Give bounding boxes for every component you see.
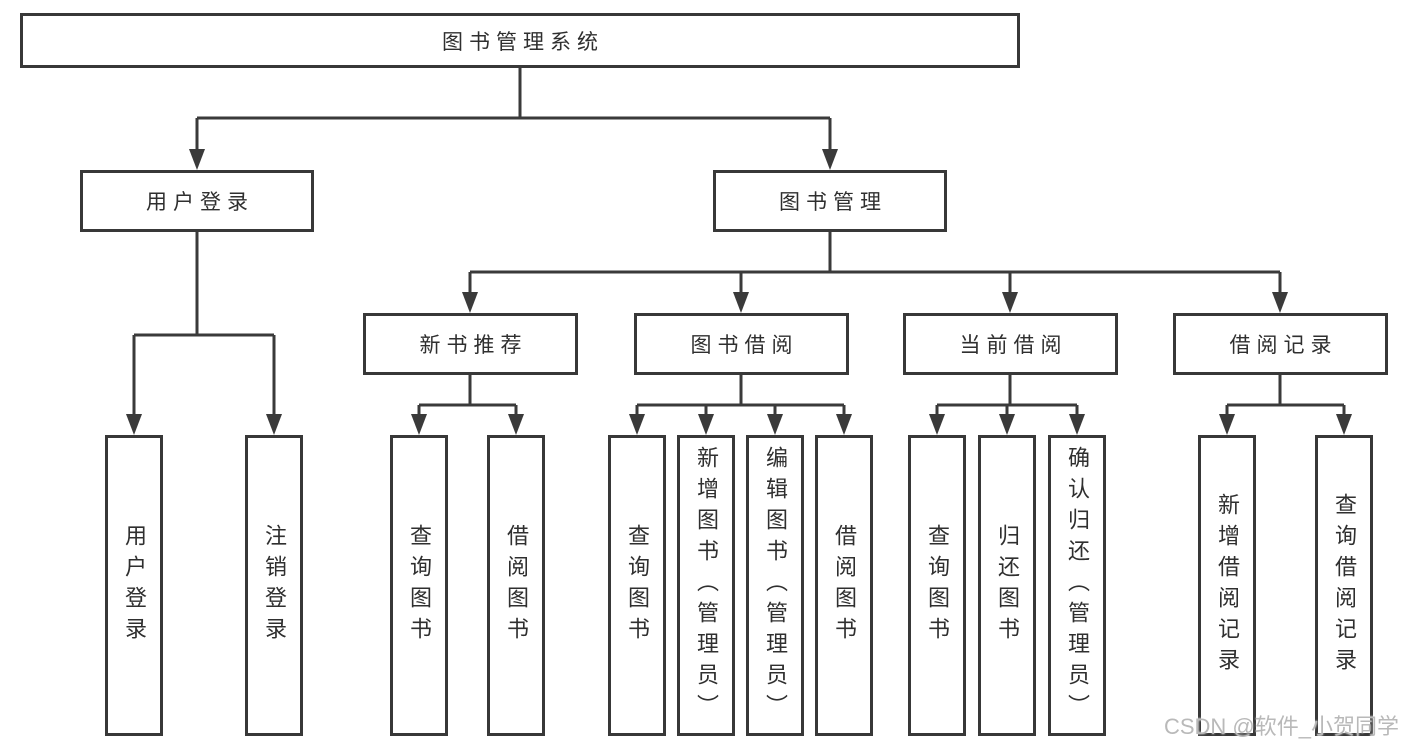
leaf-add-borrow-record: 新增借阅记录 [1198,435,1256,736]
node-label: 新书推荐 [419,334,528,357]
leaf-query-books-borrowing: 查询图书 [608,435,666,736]
leaf-query-borrow-record: 查询借阅记录 [1315,435,1373,736]
node-label: 用户登录 [146,191,254,214]
node-label: 图书管理 [779,191,887,214]
leaf-logout: 注销登录 [245,435,303,736]
node-label: 借阅图书 [504,523,529,648]
node-label: 用户登录 [122,523,147,648]
leaf-add-books-admin: 新增图书（管理员） [677,435,735,736]
node-label: 查询图书 [407,523,432,648]
node-label: 编辑图书（管理员） [763,446,788,725]
node-label: 确认归还（管理员） [1065,446,1090,725]
leaf-borrow-books-recommend: 借阅图书 [487,435,545,736]
node-label: 当前借阅 [959,334,1068,357]
node-label: 借阅图书 [832,523,857,648]
node-label: 查询借阅记录 [1332,492,1357,679]
leaf-query-books-current: 查询图书 [908,435,966,736]
node-label: 图书借阅 [690,334,799,357]
leaf-confirm-return-admin: 确认归还（管理员） [1048,435,1106,736]
node-label: 图书管理系统 [442,30,604,54]
leaf-user-login: 用户登录 [105,435,163,736]
leaf-borrow-books: 借阅图书 [815,435,873,736]
node-user-login-branch: 用户登录 [80,170,314,232]
leaf-edit-books-admin: 编辑图书（管理员） [746,435,804,736]
node-label: 注销登录 [262,523,287,648]
node-label: 归还图书 [995,523,1020,648]
node-book-borrowing: 图书借阅 [634,313,849,375]
node-label: 借阅记录 [1229,334,1338,357]
csdn-watermark: CSDN @软件_小贺同学 [1163,714,1399,739]
node-borrowing-records: 借阅记录 [1173,313,1388,375]
node-library-management-system: 图书管理系统 [20,13,1020,68]
node-label: 新增借阅记录 [1215,492,1240,679]
node-book-management-branch: 图书管理 [713,170,947,232]
leaf-query-books-recommend: 查询图书 [390,435,448,736]
node-label: 查询图书 [625,523,650,648]
node-new-book-recommend: 新书推荐 [363,313,578,375]
node-current-borrowing: 当前借阅 [903,313,1118,375]
node-label: 查询图书 [925,523,950,648]
leaf-return-books: 归还图书 [978,435,1036,736]
node-label: 新增图书（管理员） [694,446,719,725]
